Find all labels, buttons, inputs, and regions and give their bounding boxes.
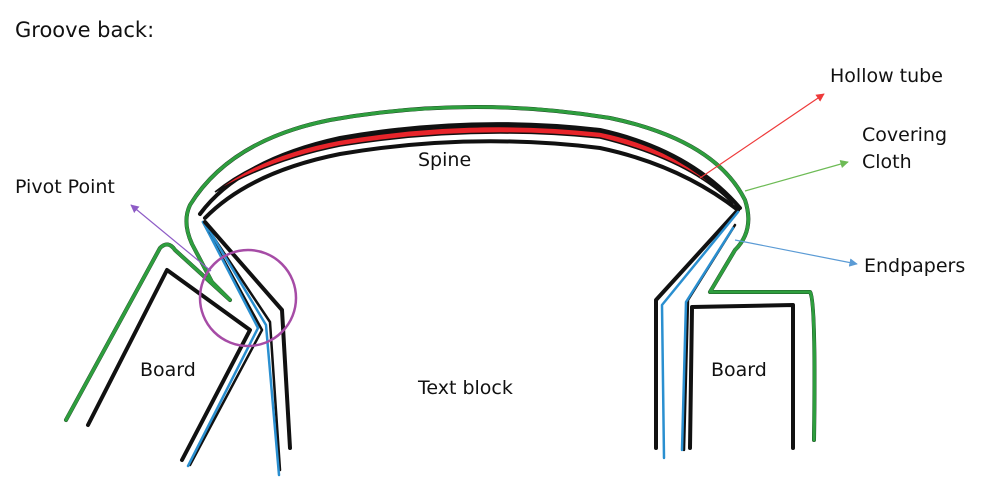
covering-cloth (64, 104, 817, 442)
label-text-block: Text block (417, 377, 513, 399)
text-block-left-edge (203, 220, 292, 450)
covering-cloth-arrow (744, 160, 849, 192)
diagram-title: Groove back: (15, 18, 154, 42)
label-board-right: Board (711, 359, 767, 381)
label-board-left: Board (140, 359, 196, 381)
label-endpapers: Endpapers (864, 255, 965, 277)
pivot-circle (198, 248, 298, 348)
label-spine: Spine (418, 149, 471, 171)
pivot-point-arrow (130, 204, 212, 272)
label-covering-cloth-line2: Cloth (862, 151, 912, 173)
label-hollow-tube: Hollow tube (830, 65, 943, 87)
left-board (86, 268, 252, 462)
endpapers-right (654, 208, 740, 460)
label-pivot-point: Pivot Point (15, 176, 115, 198)
covering-cloth-stroke (64, 105, 817, 442)
endpapers-arrow (734, 239, 858, 267)
hollow-tube (198, 122, 742, 220)
right-board (688, 303, 795, 450)
label-covering-cloth-line1: Covering (862, 124, 947, 146)
hollow-tube-arrow (699, 93, 825, 179)
